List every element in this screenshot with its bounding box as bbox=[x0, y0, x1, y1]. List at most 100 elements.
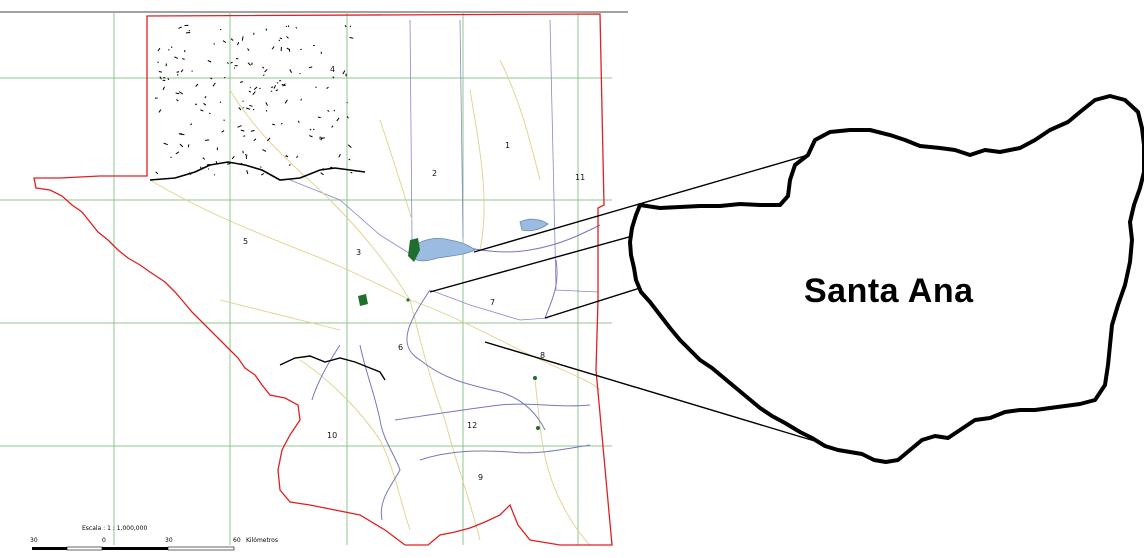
wetland-mark bbox=[242, 150, 244, 154]
wetland-mark bbox=[175, 92, 180, 95]
wetland-mark bbox=[300, 98, 302, 101]
scale-tick-label-3: 30 bbox=[165, 537, 173, 544]
roads bbox=[149, 59, 601, 546]
wetland-mark bbox=[200, 109, 204, 112]
wetland-mark bbox=[286, 36, 289, 39]
wetland-mark bbox=[221, 130, 225, 133]
wetland-mark bbox=[333, 109, 336, 112]
region-label-2: 2 bbox=[432, 169, 437, 178]
wetland-mark bbox=[230, 38, 234, 41]
wetland-mark bbox=[327, 109, 330, 112]
wetland-mark bbox=[250, 129, 255, 132]
scattered-wetlands bbox=[155, 24, 354, 176]
wetland-mark bbox=[212, 82, 216, 87]
wetland-mark bbox=[249, 104, 253, 107]
wetland-mark bbox=[162, 86, 165, 91]
wetland-mark bbox=[320, 172, 324, 176]
wetland-mark bbox=[167, 78, 170, 81]
wetland-mark bbox=[222, 40, 227, 43]
wetland-mark bbox=[278, 39, 281, 42]
wetland-mark bbox=[276, 82, 279, 84]
wetland-mark bbox=[317, 116, 321, 119]
wetland-mark bbox=[308, 66, 313, 69]
wetland-mark bbox=[288, 164, 291, 166]
wetland-mark bbox=[259, 87, 261, 90]
wetland-mark bbox=[188, 172, 192, 175]
wetland-mark bbox=[200, 166, 202, 170]
wetland-mark bbox=[180, 69, 184, 73]
wetland-mark bbox=[246, 107, 251, 110]
reservoir-lake bbox=[411, 238, 476, 262]
wetland-mark bbox=[157, 61, 159, 64]
eastern-lake bbox=[519, 218, 549, 232]
wetland-mark bbox=[336, 117, 340, 122]
wetland-mark bbox=[253, 86, 258, 90]
wetland-mark bbox=[155, 171, 159, 175]
wetland-mark bbox=[265, 109, 268, 112]
wetland-mark bbox=[309, 128, 312, 131]
wetland-mark bbox=[349, 25, 352, 28]
wetland-mark bbox=[207, 60, 212, 63]
wetland-mark bbox=[300, 48, 302, 51]
wetland-mark bbox=[281, 84, 286, 87]
forest-patches bbox=[358, 238, 540, 430]
wetland-mark bbox=[176, 99, 179, 102]
wetland-mark bbox=[178, 26, 182, 29]
wetland-mark bbox=[247, 62, 251, 66]
scale-tick-label-2: 0 bbox=[102, 537, 106, 544]
wetland-mark bbox=[230, 61, 233, 64]
wetland-mark bbox=[226, 62, 229, 64]
wetland-mark bbox=[280, 122, 283, 125]
wetland-mark bbox=[346, 116, 349, 119]
region-label-7: 7 bbox=[490, 298, 495, 307]
wetland-mark bbox=[252, 108, 255, 111]
wetland-mark bbox=[215, 161, 218, 165]
wetland-mark bbox=[179, 143, 184, 148]
region-labels: 1 2 3 4 5 6 7 8 9 10 11 12 bbox=[243, 65, 585, 482]
wetland-mark bbox=[348, 158, 351, 161]
wetland-mark bbox=[326, 86, 329, 89]
state-boundary bbox=[33, 13, 613, 546]
wetland-mark bbox=[295, 26, 298, 29]
internal-boundaries bbox=[289, 19, 599, 321]
wetland-mark bbox=[238, 107, 242, 111]
region-label-5: 5 bbox=[243, 237, 248, 246]
wetland-mark bbox=[342, 70, 346, 75]
wetland-mark bbox=[203, 102, 207, 106]
wetland-mark bbox=[187, 144, 190, 148]
wetland-mark bbox=[241, 36, 244, 41]
scale-segment-3 bbox=[102, 547, 168, 550]
region-label-11: 11 bbox=[575, 173, 585, 182]
wetland-mark bbox=[157, 47, 161, 52]
wetland-mark bbox=[231, 155, 235, 160]
wetland-mark bbox=[344, 25, 347, 28]
wetland-mark bbox=[265, 28, 268, 31]
wetland-mark bbox=[249, 86, 251, 89]
wetland-mark bbox=[279, 37, 283, 40]
region-label-10: 10 bbox=[327, 431, 337, 440]
wetland-mark bbox=[158, 109, 162, 113]
wetland-mark bbox=[253, 138, 257, 142]
wetland-mark bbox=[267, 137, 271, 142]
wetland-mark bbox=[262, 74, 265, 76]
wetland-mark bbox=[287, 25, 290, 28]
scale-segment-4 bbox=[167, 546, 235, 551]
wetland-mark bbox=[271, 46, 275, 50]
wetland-mark bbox=[320, 136, 323, 141]
wetland-mark bbox=[248, 90, 252, 93]
wetland-mark bbox=[312, 128, 315, 131]
scale-tick-label-1: 30 bbox=[30, 537, 38, 544]
central-border bbox=[279, 355, 386, 381]
wetland-mark bbox=[338, 153, 341, 158]
wetland-mark bbox=[239, 81, 244, 83]
wetland-mark bbox=[190, 123, 193, 126]
wetland-mark bbox=[207, 168, 210, 170]
wetland-mark bbox=[284, 99, 288, 104]
wetland-mark bbox=[286, 47, 290, 51]
wetland-mark bbox=[285, 154, 288, 157]
wetland-mark bbox=[170, 46, 173, 49]
wetland-mark bbox=[182, 58, 185, 60]
wetland-mark bbox=[332, 76, 335, 79]
scale-bar: Escala : 1 : 1,000,000 30 0 30 60 Kilóme… bbox=[30, 525, 278, 551]
